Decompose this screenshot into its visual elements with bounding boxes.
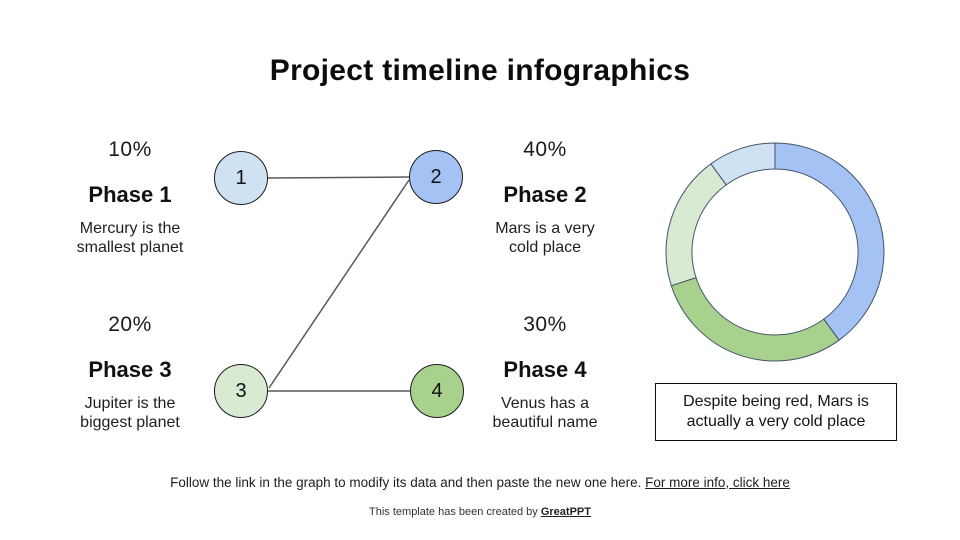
- footer-note: Follow the link in the graph to modify i…: [0, 475, 960, 490]
- phase-2-description: Mars is a very cold place: [495, 220, 595, 256]
- footer-credit: This template has been created by GreatP…: [0, 506, 960, 518]
- donut-segment-phase-4: [670, 277, 840, 362]
- page-title: Project timeline infographics: [269, 54, 691, 87]
- milestone-node-1: 1: [214, 151, 268, 205]
- milestone-node-3-label: 3: [235, 379, 247, 402]
- phase-3-title: Phase 3: [88, 357, 172, 382]
- phase-4-description: Venus has a beautiful name: [492, 395, 598, 431]
- phase-1-title: Phase 1: [88, 182, 172, 207]
- phase-1-description: Mercury is the smallest planet: [76, 220, 184, 256]
- donut-segment-phase-3: [665, 163, 727, 287]
- phase-3-description: Jupiter is the biggest planet: [80, 395, 180, 431]
- phase-3-block: 20% Phase 3 Jupiter is the biggest plane…: [40, 313, 220, 432]
- milestone-node-4-label: 4: [431, 379, 443, 402]
- footer-credit-text: This template has been created by: [369, 506, 541, 518]
- phase-4-percent: 30%: [523, 313, 567, 336]
- milestone-node-2-label: 2: [430, 165, 442, 188]
- phase-1-percent: 10%: [108, 138, 152, 161]
- footer-note-text: Follow the link in the graph to modify i…: [170, 475, 646, 490]
- phase-2-percent: 40%: [523, 138, 567, 161]
- connector-line-1-2: [267, 176, 410, 179]
- phase-1-block: 10% Phase 1 Mercury is the smallest plan…: [40, 138, 220, 257]
- milestone-node-4: 4: [410, 364, 464, 418]
- milestone-node-1-label: 1: [235, 166, 247, 189]
- phase-4-title: Phase 4: [503, 357, 587, 382]
- donut-segment-phase-2: [774, 142, 885, 341]
- more-info-link[interactable]: For more info, click here: [645, 475, 790, 490]
- donut-chart: [665, 142, 885, 362]
- chart-caption-text: Despite being red, Mars is actually a ve…: [683, 393, 869, 430]
- phase-3-percent: 20%: [108, 313, 152, 336]
- greatppt-link[interactable]: GreatPPT: [540, 506, 591, 518]
- connector-line-2-3: [268, 179, 410, 389]
- phase-2-block: 40% Phase 2 Mars is a very cold place: [455, 138, 635, 257]
- milestone-node-2: 2: [409, 150, 463, 204]
- milestone-node-3: 3: [214, 364, 268, 418]
- chart-caption-box: Despite being red, Mars is actually a ve…: [655, 383, 897, 441]
- phase-4-block: 30% Phase 4 Venus has a beautiful name: [455, 313, 635, 432]
- phase-2-title: Phase 2: [503, 182, 587, 207]
- donut-segment-phase-1: [710, 142, 776, 186]
